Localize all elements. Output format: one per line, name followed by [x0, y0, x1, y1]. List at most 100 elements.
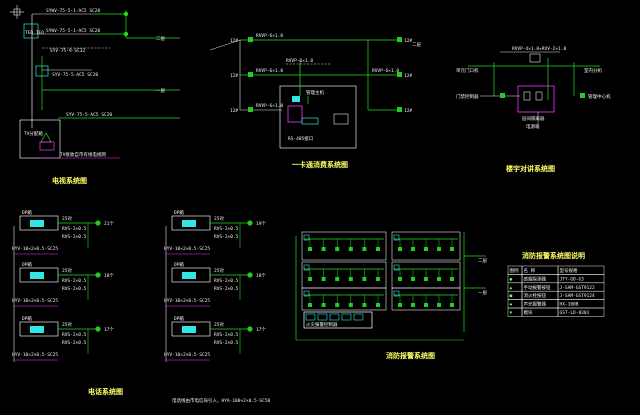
- telephone-outlet-tag: 18个: [256, 273, 266, 279]
- fire-module-icon: [393, 234, 400, 241]
- legend-cell-text: ●: [510, 277, 513, 282]
- telephone-box-label: DP箱: [174, 315, 184, 322]
- broadcast-cable-5: RVVP-6×1.0: [286, 58, 313, 64]
- fire-zone-box: [301, 261, 387, 289]
- legend-cell-text: 声光报警器: [524, 301, 547, 308]
- access-bottom-2: 电源箱: [526, 123, 540, 130]
- terminal-node-icon: [248, 107, 253, 112]
- telephone-pair-count: 25对: [214, 215, 224, 222]
- fire-zone-box: [301, 287, 387, 311]
- legend-cell-text: GST-LD-8301: [560, 310, 590, 316]
- smoke-detector-icon: [321, 247, 326, 251]
- telephone-dp-icon: [30, 272, 44, 279]
- legend-cell-text: ■: [510, 294, 513, 299]
- legend-cell-text: 模块: [524, 309, 533, 316]
- smoke-detector-icon: [437, 247, 441, 251]
- smoke-detector-icon: [398, 247, 402, 251]
- telephone-riser-label: HYV-10×2×0.5-SC25: [12, 352, 58, 358]
- telephone-outlet-node-icon: [95, 326, 101, 332]
- tv-feed-2-label: SYWV-75-5-1-AC5 SC20: [46, 28, 100, 34]
- smoke-detector-icon: [321, 277, 326, 281]
- telephone-riser-label: HYV-10×2×0.5-SC25: [12, 246, 58, 252]
- tap-node-icon: [123, 11, 129, 17]
- telephone-footnote: 电话线由市电信局引入，HYA-100×2×0.5-SC50: [172, 397, 271, 404]
- access-left-2: 门禁控制器: [456, 93, 479, 100]
- legend-cell-text: 图例: [510, 267, 519, 274]
- fire-module-icon: [303, 234, 310, 241]
- smoke-detector-icon: [362, 303, 367, 307]
- telephone-outlet-tag: 18个: [104, 273, 114, 279]
- telephone-dp-icon: [182, 326, 196, 333]
- smoke-detector-icon: [308, 303, 312, 307]
- tv-riser-a-label: SYV-75-9-SC32: [50, 48, 86, 54]
- telephone-outlet-tag: 19个: [256, 221, 266, 227]
- legend-cell-text: 名 称: [524, 267, 536, 274]
- terminal-node-icon: [248, 37, 253, 42]
- terminal-node-icon: [397, 107, 402, 112]
- smoke-detector-icon: [376, 277, 380, 281]
- access-right-2: 管理中心机: [588, 93, 611, 100]
- telephone-line-label: RVS-2×0.5: [62, 340, 87, 346]
- tv-floor-a: 二层: [156, 36, 165, 42]
- smoke-detector-icon: [411, 247, 415, 251]
- smoke-detector-icon: [398, 277, 402, 281]
- smoke-detector-icon: [437, 277, 441, 281]
- telephone-outlet-node-icon: [247, 326, 253, 332]
- broadcast-nodes: [248, 37, 402, 112]
- tv-amp-label: TEO TEO: [25, 30, 44, 36]
- terminal-node-icon: [248, 72, 253, 77]
- telephone-box-label: DP箱: [174, 209, 184, 216]
- smoke-detector-icon: [335, 247, 340, 251]
- telephone-diagram: DP箱21个25对RVS-2×0.5RVS-2×0.5HYV-10×2×0.5-…: [12, 209, 266, 362]
- fire-floor-2: 一层: [478, 290, 487, 296]
- telephone-line-label: RVS-2×0.5: [214, 340, 239, 346]
- access-controller-box: [517, 85, 555, 113]
- telephone-line-label: RVS-2×0.5: [214, 286, 239, 292]
- tap-node-icon: [123, 31, 129, 37]
- card-system-diagram: [209, 39, 400, 149]
- smoke-detector-icon: [308, 277, 312, 281]
- fire-panel-label: 火灾报警控制器: [306, 321, 338, 328]
- tv-box-label: TV分配箱: [24, 130, 43, 137]
- legend-cell-text: ▲: [510, 286, 513, 291]
- fire-alarm-diagram: [295, 231, 486, 341]
- broadcast-node-5: 12#: [404, 73, 412, 79]
- telephone-line-label: RVS-2×0.5: [62, 278, 87, 284]
- telephone-pair-count: 25对: [214, 267, 224, 274]
- legend-cell-text: J-SAM-GST9122: [560, 285, 596, 291]
- broadcast-node-1: 12#: [230, 38, 238, 44]
- telephone-line-label: RVS-2×0.5: [62, 332, 87, 338]
- telephone-dp-icon: [182, 220, 196, 227]
- legend-cell-text: ◆: [510, 303, 513, 308]
- smoke-detector-icon: [424, 277, 428, 281]
- smoke-detector-icon: [411, 303, 415, 307]
- smoke-detector-icon: [376, 303, 380, 307]
- broadcast-panel-note: RS-485接口: [288, 135, 313, 142]
- telephone-box-label: DP箱: [22, 315, 32, 322]
- fire-module-icon: [303, 290, 310, 297]
- telephone-riser-label: HYV-10×2×0.5-SC25: [12, 298, 58, 304]
- smoke-detector-icon: [335, 303, 340, 307]
- tv-note: TV接收自市有线电视网: [60, 151, 106, 158]
- legend-cell-text: 感烟探测器: [524, 275, 547, 282]
- telephone-line-label: RVS-2×0.5: [62, 286, 87, 292]
- smoke-detector-icon: [437, 303, 441, 307]
- telephone-line-label: RVS-2×0.5: [62, 234, 87, 240]
- smoke-detector-icon: [362, 247, 367, 251]
- fire-module-icon: [393, 264, 400, 271]
- telephone-line-label: RVS-2×0.5: [214, 226, 239, 232]
- legend-cell-text: HX-100B: [560, 302, 579, 308]
- smoke-detector-icon: [411, 277, 415, 281]
- legend-cell: [557, 307, 605, 317]
- telephone-dp-icon: [30, 220, 44, 227]
- fire-control-panel: [303, 311, 373, 329]
- telephone-pair-count: 25对: [62, 267, 72, 274]
- access-control-diagram: [468, 51, 600, 124]
- telephone-box-label: DP箱: [174, 261, 184, 268]
- broadcast-cable-4: RVVP-6×1.0: [372, 68, 399, 74]
- smoke-detector-icon: [362, 277, 367, 281]
- telephone-riser-label: HYV-10×2×0.5-SC25: [164, 246, 210, 252]
- telephone-line-label: RVS-2×0.5: [62, 226, 87, 232]
- access-bottom-1: 层间隔离器: [522, 115, 545, 122]
